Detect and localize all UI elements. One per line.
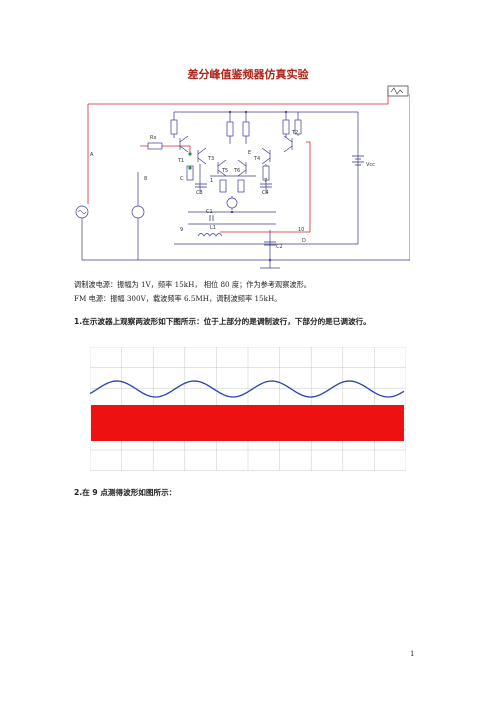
label-t2: T2	[291, 130, 298, 136]
label-c3: C3	[196, 190, 203, 196]
label-t4: T4	[253, 156, 260, 162]
label-node-7: 7	[264, 178, 267, 184]
inductor	[197, 233, 223, 237]
label-rx: Rx	[150, 135, 156, 141]
label-vcc: Vcc	[366, 162, 375, 168]
vcc-battery	[352, 155, 364, 166]
page-title: 差分峰值鉴频器仿真实验	[187, 68, 309, 81]
label-t1: T1	[177, 158, 184, 164]
paragraph-modulating-source: 调制波电源：振幅为 1V，频率 15kH， 相位 80 度；作为参考观察波形。	[74, 280, 311, 289]
blue-wire	[81, 94, 410, 269]
transistors	[179, 135, 293, 177]
resistors	[147, 119, 302, 193]
modulation-source	[131, 205, 145, 219]
label-t6: T6	[233, 168, 240, 174]
paragraph-fm-source: FM 电源：振幅 300V，载波频率 6.5MH，调制波频率 15kH。	[74, 294, 282, 303]
label-l1: L1	[210, 225, 216, 231]
label-node-8: 8	[144, 176, 147, 182]
modulating-waveform	[90, 380, 405, 398]
circuit-diagram: Rx T1 T3 T5 T6 T4 T2 C3 C4 C1 L1 C2 Vcc …	[75, 85, 410, 269]
junction-nodes	[188, 152, 192, 170]
label-node-1: 1	[210, 178, 213, 184]
oscilloscope-display	[90, 347, 406, 471]
junction-dots	[228, 110, 288, 262]
page-number: 1	[410, 650, 415, 658]
label-node-10: 10	[298, 227, 304, 233]
heading-step-2: 2.在 9 点测得波形如图所示：	[74, 488, 177, 497]
label-c4: C4	[262, 190, 269, 196]
label-t5: T5	[221, 168, 228, 174]
current-source	[226, 197, 238, 209]
heading-step-1: 1.在示波器上观察两波形如下图所示：位于上部分的是调制波行，下部分的是已调波行。	[74, 317, 371, 326]
label-e: E	[248, 150, 251, 156]
oscilloscope-icon	[387, 85, 409, 97]
capacitors	[195, 183, 276, 246]
label-node-9: 9	[180, 227, 183, 233]
label-c1: C1	[206, 209, 213, 215]
fm-waveform	[91, 405, 404, 441]
label-t3: T3	[207, 156, 214, 162]
label-a: A	[90, 152, 94, 158]
label-c: C	[180, 176, 184, 182]
label-c2: C2	[276, 244, 283, 250]
label-d: D	[302, 238, 306, 244]
